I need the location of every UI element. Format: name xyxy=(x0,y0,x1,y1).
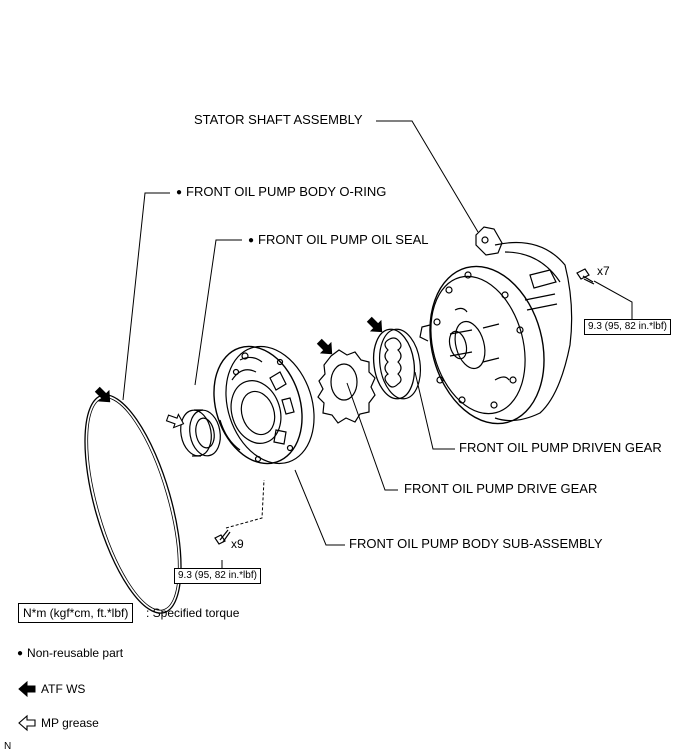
bullet-dot-icon: ● xyxy=(248,235,255,246)
legend-torque-description: : Specified torque xyxy=(146,606,240,620)
filled-arrow-icon xyxy=(316,338,333,355)
oil-seal-part xyxy=(180,409,221,457)
drive-gear-part xyxy=(317,349,376,424)
filled-arrow-icon xyxy=(366,316,383,333)
bolt-icon xyxy=(214,529,231,545)
label-oil-seal-text: FRONT OIL PUMP OIL SEAL xyxy=(258,232,429,247)
filled-arrow-icon xyxy=(18,680,36,698)
label-o-ring: ●FRONT OIL PUMP BODY O-RING xyxy=(176,184,386,202)
driven-gear-part xyxy=(372,328,421,400)
legend-non-reusable: ●Non-reusable part xyxy=(17,645,123,663)
legend-torque-units: N*m (kgf*cm, ft.*lbf) xyxy=(18,603,134,623)
label-stator-shaft-assembly: STATOR SHAFT ASSEMBLY xyxy=(194,112,363,127)
lower-torque-box: 9.3 (95, 82 in.*lbf) xyxy=(174,568,261,584)
label-o-ring-text: FRONT OIL PUMP BODY O-RING xyxy=(186,184,387,199)
bolt-icon xyxy=(576,268,595,285)
corner-mark: N xyxy=(4,741,12,752)
hollow-arrow-icon xyxy=(165,413,185,429)
upper-bolt-quantity: x7 xyxy=(597,264,610,278)
legend-atf-ws: ATF WS xyxy=(41,682,86,696)
leader-lines xyxy=(122,120,633,568)
label-pump-body-sub-assembly: FRONT OIL PUMP BODY SUB-ASSEMBLY xyxy=(349,536,603,551)
label-drive-gear: FRONT OIL PUMP DRIVE GEAR xyxy=(404,481,598,496)
bullet-dot-icon: ● xyxy=(176,187,183,198)
legend-non-reusable-text: Non-reusable part xyxy=(27,646,124,660)
pump-body-part xyxy=(213,345,315,465)
label-driven-gear: FRONT OIL PUMP DRIVEN GEAR xyxy=(459,440,662,455)
legend-mp-grease: MP grease xyxy=(41,716,99,730)
lower-bolt-quantity: x9 xyxy=(231,537,244,551)
bullet-dot-icon: ● xyxy=(17,648,24,659)
hollow-arrow-icon xyxy=(18,714,36,732)
upper-torque-box: 9.3 (95, 82 in.*lbf) xyxy=(584,319,671,335)
stator-shaft-part xyxy=(419,226,573,425)
label-oil-seal: ●FRONT OIL PUMP OIL SEAL xyxy=(248,232,429,250)
filled-arrow-icon xyxy=(94,386,111,403)
